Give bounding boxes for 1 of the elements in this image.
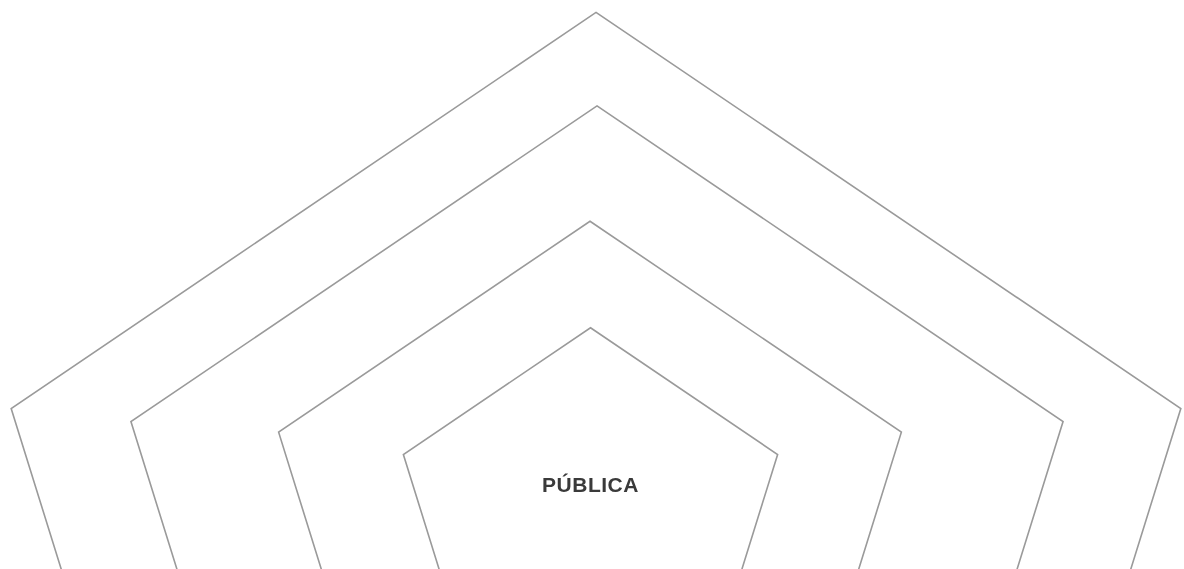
section-label: PÚBLICA <box>542 472 639 498</box>
